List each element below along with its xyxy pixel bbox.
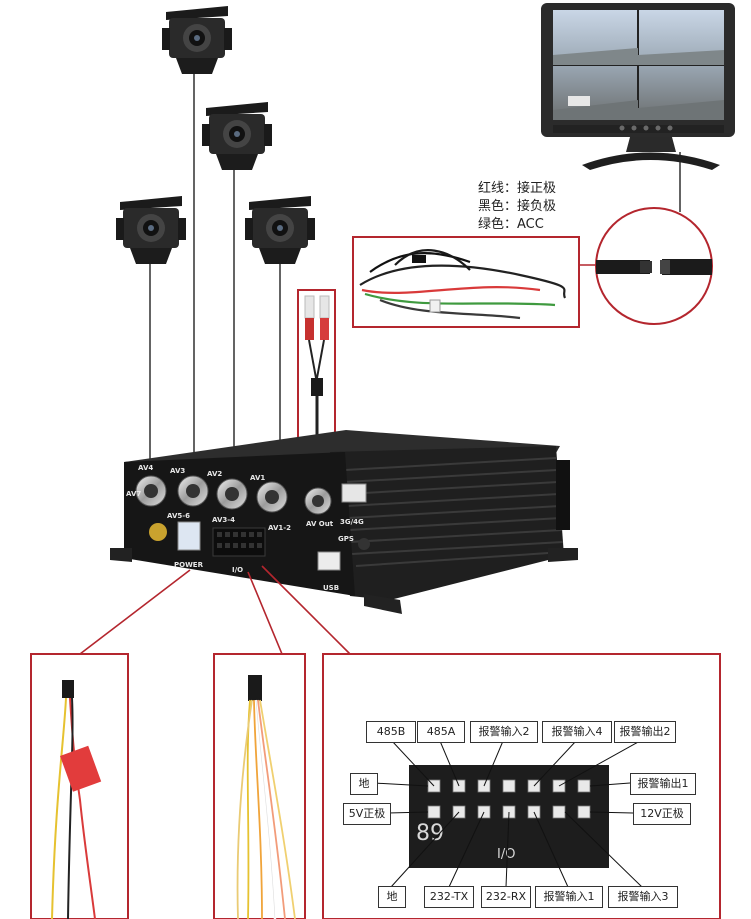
dvr-unit — [110, 430, 578, 614]
power-harness-wires — [359, 249, 567, 320]
label-av-out: AV Out — [306, 520, 334, 528]
pin-label-12v: 12V正极 — [633, 803, 691, 825]
label-av3-4: AV3-4 — [212, 516, 235, 524]
pin-label-485a: 485A — [417, 721, 465, 743]
pin-label-alarm-in-4: 报警输入4 — [542, 721, 612, 743]
power-cable — [51, 680, 102, 919]
connector-plugs — [596, 259, 712, 275]
camera-av2 — [202, 102, 272, 170]
camera-av1 — [245, 196, 315, 264]
pin-label-alarm-out-2: 报警输出2 — [614, 721, 676, 743]
label-3g4g: 3G/4G — [340, 518, 364, 526]
net-antenna-port — [341, 483, 367, 503]
label-usb: USB — [323, 584, 339, 592]
legend-black: 黑色：接负极 — [478, 198, 556, 214]
pin-label-232-tx: 232-TX — [424, 886, 474, 908]
pin-label-alarm-out-1: 报警输出1 — [630, 773, 696, 795]
pin-label-alarm-in-3: 报警输入3 — [608, 886, 678, 908]
pin-label-ground-bottom: 地 — [378, 886, 406, 908]
pin-label-alarm-in-1: 报警输入1 — [535, 886, 603, 908]
label-av2: AV2 — [207, 470, 222, 478]
io-cable — [236, 675, 296, 919]
legend-green: 绿色：ACC — [478, 216, 544, 232]
pin-label-5v: 5V正极 — [343, 803, 391, 825]
pinout-leader-lines — [373, 740, 643, 888]
legend-red: 红线：接正极 — [478, 180, 556, 196]
callout-lines — [79, 565, 351, 655]
power-port — [177, 521, 201, 551]
monitor — [541, 3, 735, 170]
connector-label: I/O — [497, 847, 515, 862]
label-power: POWER — [174, 561, 204, 569]
camera-cables — [149, 74, 281, 470]
pin-label-232-rx: 232-RX — [481, 886, 531, 908]
pin-label-485b: 485B — [366, 721, 416, 743]
label-io: I/O — [232, 566, 243, 574]
camera-av4 — [116, 196, 186, 264]
pin-label-alarm-in-2: 报警输入2 — [470, 721, 538, 743]
label-gps: GPS — [338, 535, 354, 543]
label-av5-6: AV5-6 — [167, 512, 190, 520]
camera-av3 — [162, 6, 232, 74]
label-av1: AV1 — [250, 474, 265, 482]
bnc-connectors — [135, 475, 332, 515]
pin-label-ground-left: 地 — [350, 773, 378, 795]
usb-port — [317, 551, 341, 571]
gps-port — [358, 538, 370, 550]
power-led-icon — [149, 523, 167, 541]
power-harness-frame — [352, 236, 580, 328]
label-av4: AV4 — [138, 464, 153, 472]
label-av1-2: AV1-2 — [268, 524, 291, 532]
label-av3: AV3 — [170, 467, 185, 475]
label-av-top: AV7 — [126, 490, 141, 498]
